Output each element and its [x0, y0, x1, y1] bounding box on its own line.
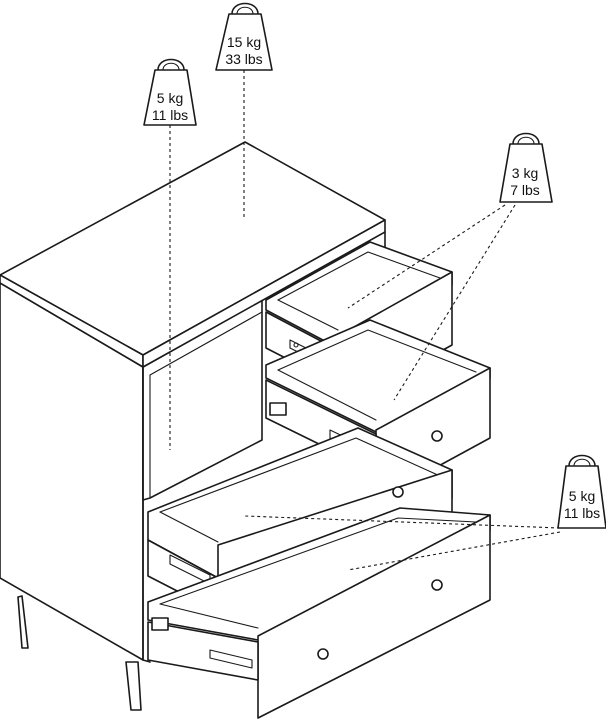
weight-large-drawers-kg: 5 kg [569, 488, 595, 504]
drawer-slide [147, 621, 259, 681]
knob [431, 579, 443, 591]
load-lines [169, 70, 561, 571]
weight-handle-icon [157, 58, 185, 71]
weight-handle-icon [568, 454, 596, 467]
weight-small-drawers-kg: 3 kg [512, 165, 538, 181]
weight-icon [557, 465, 606, 529]
front-right-leg [125, 661, 142, 711]
knob [392, 486, 404, 498]
weight-large-drawers-lbs: 11 lbs [564, 505, 600, 521]
weight-top-kg: 15 kg [227, 34, 261, 50]
cabinet-body [0, 141, 386, 663]
weight-top: 15 kg 33 lbs [215, 2, 273, 71]
large-drawer-lower [147, 507, 491, 719]
weight-small-drawers: 3 kg 7 lbs [499, 132, 553, 203]
slide-latch [269, 402, 287, 416]
drawer-front [257, 514, 491, 719]
weight-top-lbs: 33 lbs [225, 51, 262, 67]
weight-small-drawers-lbs: 7 lbs [510, 182, 540, 198]
weight-icon [143, 69, 197, 126]
weight-large-drawers: 5 kg 11 lbs [557, 454, 606, 529]
weight-icon [499, 143, 553, 203]
slide-latch [151, 617, 169, 631]
weight-handle-icon [231, 2, 259, 15]
weight-shelf: 5 kg 11 lbs [143, 58, 197, 126]
weight-icon [215, 13, 273, 71]
knob [431, 430, 443, 442]
weight-handle-icon [512, 132, 540, 145]
front-left-leg [17, 595, 29, 649]
weight-shelf-kg: 5 kg [157, 90, 183, 106]
weight-shelf-lbs: 11 lbs [152, 107, 188, 123]
knob [317, 648, 329, 660]
